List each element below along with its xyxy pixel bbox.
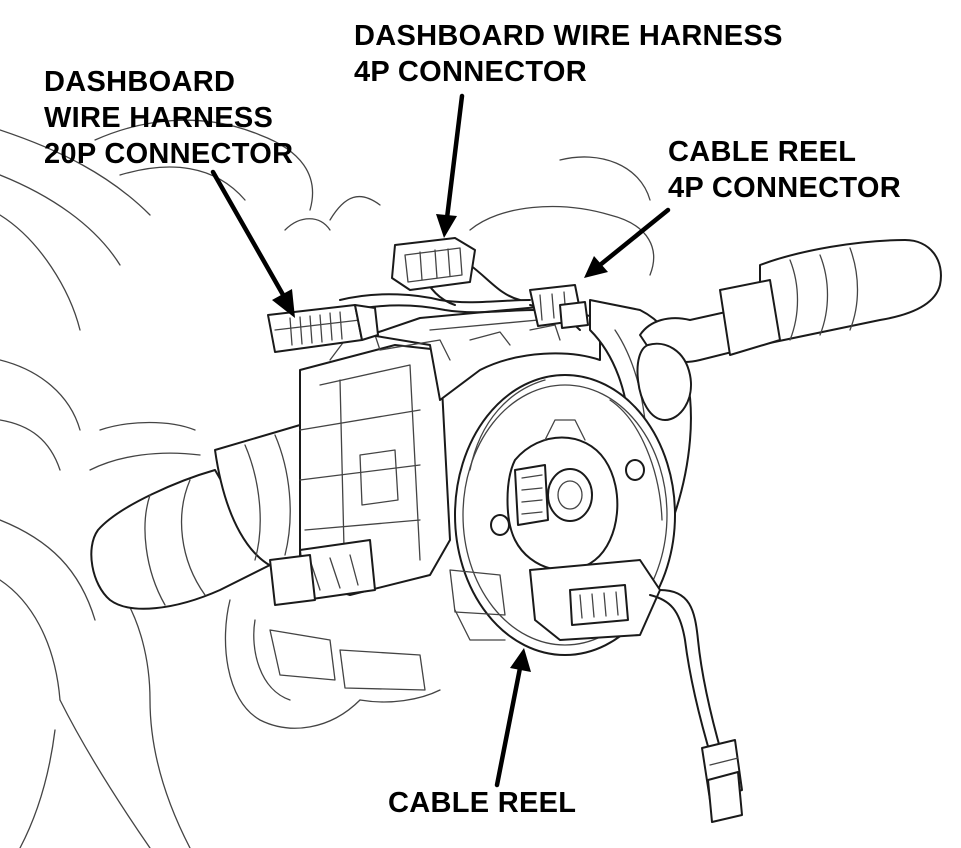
dashboard-20p-connector	[267, 304, 379, 353]
label-line: WIRE HARNESS	[44, 102, 274, 134]
arrow-cable-reel	[494, 665, 523, 788]
cable-reel-4p-connector	[529, 284, 589, 329]
arrow-reel-4p	[597, 207, 671, 268]
label-line: CABLE REEL	[668, 136, 857, 168]
cable-reel-pigtail	[649, 589, 743, 823]
background-dashboard-structure	[0, 119, 655, 848]
label-line: 4P CONNECTOR	[668, 172, 901, 204]
arrow-dash-20p	[210, 169, 289, 303]
cable-reel-disc	[454, 374, 676, 656]
dashboard-4p-connector	[391, 237, 476, 291]
label-line: DASHBOARD WIRE HARNESS	[354, 20, 783, 52]
label-line: DASHBOARD	[44, 66, 236, 98]
label-dashboard-wire-harness-4p-connector: DASHBOARD WIRE HARNESS 4P CONNECTOR	[354, 18, 783, 90]
right-lever-stalk	[636, 239, 942, 421]
label-line: 20P CONNECTOR	[44, 138, 294, 170]
cable-reel-bottom-connector	[449, 559, 661, 641]
label-line: CABLE REEL	[388, 787, 577, 819]
leader-arrows	[210, 93, 671, 788]
combination-switch-housing	[269, 334, 451, 606]
arrow-dash-4p	[444, 93, 465, 221]
label-line: 4P CONNECTOR	[354, 56, 587, 88]
label-cable-reel: CABLE REEL	[388, 785, 576, 821]
label-dashboard-wire-harness-20p-connector: DASHBOARD WIRE HARNESS 20P CONNECTOR	[44, 64, 293, 172]
label-cable-reel-4p-connector: CABLE REEL 4P CONNECTOR	[668, 134, 901, 206]
dashboard-harness-wiring	[339, 264, 581, 331]
